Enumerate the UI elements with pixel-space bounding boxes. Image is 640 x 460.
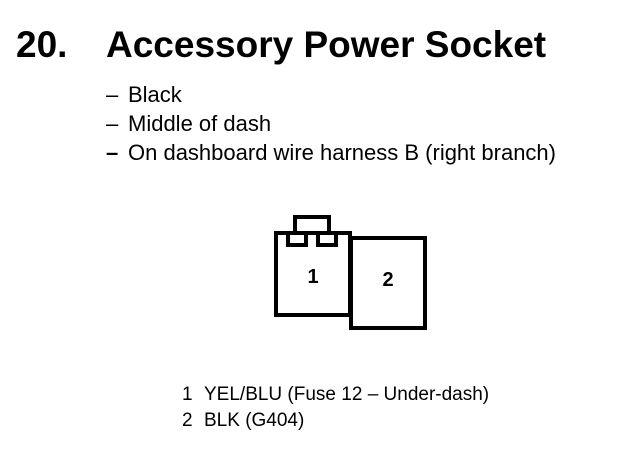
detail-location: –Middle of dash: [106, 109, 556, 138]
pin-row: 1 YEL/BLU (Fuse 12 – Under-dash): [182, 382, 489, 408]
pin-description: BLK (G404): [204, 410, 305, 431]
detail-text: On dashboard wire harness B (right branc…: [128, 140, 556, 165]
detail-dash: –: [106, 140, 119, 165]
detail-color: –Black: [106, 80, 556, 109]
section-number: 20.: [16, 24, 68, 65]
pin-row: 2 BLK (G404): [182, 408, 489, 434]
pin-number: 2: [182, 410, 193, 431]
detail-dash: –: [106, 111, 119, 136]
connector-details: –Black –Middle of dash –On dashboard wir…: [106, 80, 556, 167]
pin-description: YEL/BLU (Fuse 12 – Under-dash): [204, 384, 490, 405]
locking-tab-icon: [293, 215, 331, 233]
cavity-2-label: 2: [382, 269, 393, 291]
locking-tab-inner-icon: [286, 231, 338, 247]
detail-text: Middle of dash: [128, 111, 272, 136]
pin-number: 1: [182, 384, 193, 405]
section-title: Accessory Power Socket: [106, 24, 547, 65]
detail-text: Black: [128, 82, 182, 107]
section-heading: 20. Accessory Power Socket: [16, 26, 546, 63]
pin-list: 1 YEL/BLU (Fuse 12 – Under-dash) 2 BLK (G4…: [182, 382, 489, 434]
detail-dash: –: [106, 82, 119, 107]
cavity-1-label: 1: [307, 266, 318, 288]
detail-harness: –On dashboard wire harness B (right bran…: [106, 138, 556, 167]
